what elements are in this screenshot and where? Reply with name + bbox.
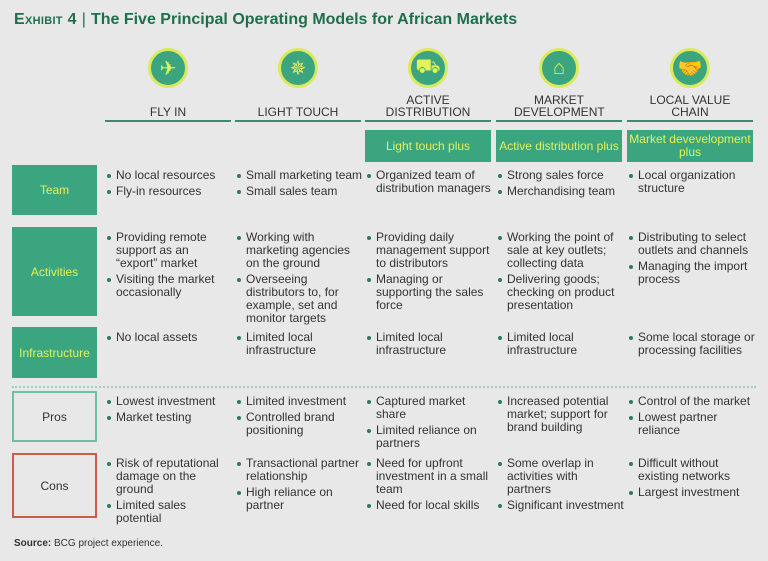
- list-item: Need for upfront investment in a small t…: [365, 457, 493, 496]
- list-item: Working the point of sale at key outlets…: [496, 231, 624, 270]
- table-cell: Limited local infrastructure: [235, 331, 363, 360]
- column-subtitle: Active distribution plus: [496, 130, 622, 162]
- exhibit-heading: The Five Principal Operating Models for …: [90, 11, 518, 28]
- list-item: Local organization structure: [627, 169, 755, 195]
- table-cell: Risk of reputational damage on the groun…: [105, 457, 233, 528]
- list-item: Lowest partner reliance: [627, 411, 755, 437]
- list-item: Limited sales potential: [105, 499, 233, 525]
- list-item: Providing daily management support to di…: [365, 231, 493, 270]
- list-item: Fly-in resources: [105, 185, 233, 198]
- list-item: Lowest investment: [105, 395, 233, 408]
- handshake-icon: 🤝: [670, 48, 710, 88]
- table-cell: Providing remote support as an “export” …: [105, 231, 233, 302]
- compass-icon: ✵: [278, 48, 318, 88]
- table-cell: Providing daily management support to di…: [365, 231, 493, 315]
- list-item: No local resources: [105, 169, 233, 182]
- list-item: Delivering goods; checking on product pr…: [496, 273, 624, 312]
- table-cell: Need for upfront investment in a small t…: [365, 457, 493, 515]
- table-cell: Organized team of distribution managers: [365, 169, 493, 198]
- table-cell: No local assets: [105, 331, 233, 347]
- list-item: No local assets: [105, 331, 233, 344]
- table-cell: Working the point of sale at key outlets…: [496, 231, 624, 315]
- column-header: ⌂ MARKET DEVELOPMENT Active distribution p…: [496, 0, 622, 165]
- row-label-cons: Cons: [12, 453, 97, 518]
- list-item: Limited local infrastructure: [365, 331, 493, 357]
- list-item: Transactional partner relationship: [235, 457, 363, 483]
- truck-icon: ⛟: [408, 48, 448, 88]
- column-label: LOCAL VALUE CHAIN: [627, 94, 753, 122]
- list-item: High reliance on partner: [235, 486, 363, 512]
- list-item: Small marketing team: [235, 169, 363, 182]
- column-header: ✈ FLY IN: [105, 0, 231, 165]
- table-cell: Distributing to select outlets and chann…: [627, 231, 755, 289]
- list-item: Managing the import process: [627, 260, 755, 286]
- list-item: Overseeing distributors to, for example,…: [235, 273, 363, 325]
- list-item: Visiting the market occasionally: [105, 273, 233, 299]
- column-label: FLY IN: [105, 94, 231, 122]
- list-item: Managing or supporting the sales force: [365, 273, 493, 312]
- column-label: ACTIVE DISTRIBUTION: [365, 94, 491, 122]
- column-subtitle: Market devevelopment plus: [627, 130, 753, 162]
- row-label-activities: Activities: [12, 227, 97, 316]
- list-item: Limited investment: [235, 395, 363, 408]
- house-icon: ⌂: [539, 48, 579, 88]
- table-cell: Some overlap in activities with partners…: [496, 457, 624, 515]
- list-item: Organized team of distribution managers: [365, 169, 493, 195]
- column-subtitle: Light touch plus: [365, 130, 491, 162]
- list-item: Control of the market: [627, 395, 755, 408]
- list-item: Risk of reputational damage on the groun…: [105, 457, 233, 496]
- list-item: Need for local skills: [365, 499, 493, 512]
- table-cell: Local organization structure: [627, 169, 755, 198]
- table-cell: Limited local infrastructure: [496, 331, 624, 360]
- list-item: Small sales team: [235, 185, 363, 198]
- table-cell: Working with marketing agencies on the g…: [235, 231, 363, 328]
- column-header: ✵ LIGHT TOUCH: [235, 0, 361, 165]
- source-note: Source: BCG project experience.: [14, 538, 163, 549]
- list-item: Some local storage or processing facilit…: [627, 331, 755, 357]
- column-label: MARKET DEVELOPMENT: [496, 94, 622, 122]
- column-header: 🤝 LOCAL VALUE CHAIN Market devevelopment p…: [627, 0, 753, 165]
- list-item: Controlled brand positioning: [235, 411, 363, 437]
- column-label: LIGHT TOUCH: [235, 94, 361, 122]
- list-item: Distributing to select outlets and chann…: [627, 231, 755, 257]
- list-item: Market testing: [105, 411, 233, 424]
- list-item: Limited local infrastructure: [496, 331, 624, 357]
- column-header: ⛟ ACTIVE DISTRIBUTION Light touch plus: [365, 0, 491, 165]
- table-cell: Increased potential market; support for …: [496, 395, 624, 437]
- list-item: Limited local infrastructure: [235, 331, 363, 357]
- table-cell: Limited local infrastructure: [365, 331, 493, 360]
- list-item: Merchandising team: [496, 185, 624, 198]
- list-item: Strong sales force: [496, 169, 624, 182]
- divider: [12, 386, 756, 388]
- exhibit-number: Exhibit 4: [14, 11, 77, 28]
- list-item: Captured market share: [365, 395, 493, 421]
- list-item: Difficult without existing networks: [627, 457, 755, 483]
- list-item: Limited reliance on partners: [365, 424, 493, 450]
- list-item: Working with marketing agencies on the g…: [235, 231, 363, 270]
- list-item: Increased potential market; support for …: [496, 395, 624, 434]
- row-label-pros: Pros: [12, 391, 97, 442]
- list-item: Significant investment: [496, 499, 624, 512]
- list-item: Providing remote support as an “export” …: [105, 231, 233, 270]
- list-item: Some overlap in activities with partners: [496, 457, 624, 496]
- exhibit-title: Exhibit 4|The Five Principal Operating M…: [14, 11, 518, 28]
- list-item: Largest investment: [627, 486, 755, 499]
- row-label-team: Team: [12, 165, 97, 215]
- row-label-infrastructure: Infrastructure: [12, 327, 97, 378]
- airplane-icon: ✈: [148, 48, 188, 88]
- table-cell: Some local storage or processing facilit…: [627, 331, 755, 360]
